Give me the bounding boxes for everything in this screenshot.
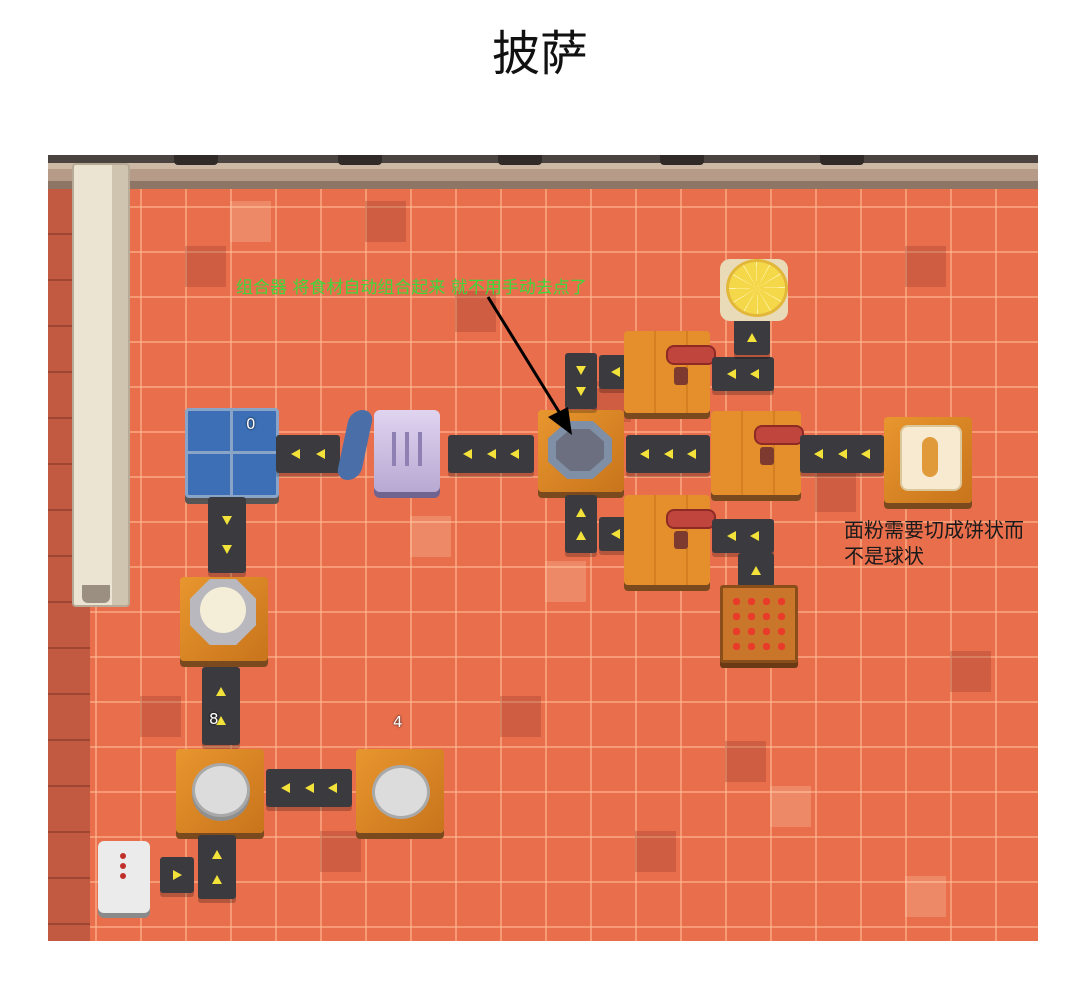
chopping-station-top[interactable]	[624, 331, 710, 413]
vent	[498, 155, 542, 165]
floor-tile	[905, 876, 946, 917]
plate-icon	[372, 765, 430, 819]
floor-tile	[770, 786, 811, 827]
mixer-counter: 8	[209, 710, 219, 728]
conveyor-belt	[448, 435, 534, 473]
knife-icon	[674, 531, 688, 549]
game-board: 0	[48, 155, 1038, 941]
sink-divider	[188, 451, 276, 454]
pizza-icon	[726, 259, 788, 317]
bin-slot	[418, 432, 422, 466]
page-title: 披萨	[491, 26, 588, 82]
vent	[338, 155, 382, 165]
conveyor-belt	[800, 435, 884, 473]
vent	[820, 155, 864, 165]
indicator-light	[120, 873, 126, 879]
floor-tile	[950, 651, 991, 692]
annotation-arrow	[486, 296, 572, 435]
floor-tile	[230, 201, 271, 242]
arrow-line	[486, 296, 566, 421]
conveyor-belt	[712, 519, 774, 553]
conveyor-belt	[276, 435, 340, 473]
floor-tile	[905, 246, 946, 287]
tomatoes	[729, 594, 789, 654]
conveyor-belt	[266, 769, 352, 807]
counter-pillar	[72, 163, 130, 607]
conveyor-belt	[160, 857, 194, 893]
knife-icon	[760, 447, 774, 465]
floor-tile	[635, 831, 676, 872]
bin-slot	[405, 432, 409, 466]
conveyor-belt	[712, 357, 774, 391]
conveyor-belt	[734, 319, 770, 355]
conveyor-belt	[202, 667, 240, 745]
conveyor-belt	[565, 495, 597, 553]
knife-icon	[674, 367, 688, 385]
wheat-icon	[922, 437, 938, 477]
floor-tile	[545, 561, 586, 602]
combiner-center	[556, 429, 604, 471]
plate-counter: 4	[393, 713, 403, 731]
mixer-icon[interactable]	[190, 579, 256, 645]
conveyor-belt	[738, 553, 774, 587]
sink-counter: 0	[246, 415, 256, 433]
conveyor-belt	[565, 353, 597, 409]
bin-slot	[392, 432, 396, 466]
floor-tile	[500, 696, 541, 737]
floor-tile	[410, 516, 451, 557]
indicator-light	[120, 863, 126, 869]
floor-tile	[365, 201, 406, 242]
floor-tile	[140, 696, 181, 737]
mixer-bowl	[200, 587, 246, 633]
cutting-board	[666, 345, 716, 365]
combiner-annotation: 组合器 将食材自动组合起来 就不用手动去点了	[236, 278, 587, 298]
indicator-light	[120, 853, 126, 859]
conveyor-belt	[198, 835, 236, 899]
top-wall	[48, 155, 1038, 189]
plate-icon	[192, 763, 250, 817]
counter-foot	[82, 585, 110, 603]
conveyor-belt	[626, 435, 710, 473]
arrow-head	[548, 407, 572, 435]
floor-tile	[320, 831, 361, 872]
trash-bin-icon[interactable]	[374, 410, 440, 492]
combiner-icon[interactable]	[548, 421, 612, 479]
flour-sack-icon[interactable]	[900, 425, 962, 491]
vent	[660, 155, 704, 165]
dispenser-icon[interactable]	[98, 841, 150, 913]
flour-annotation: 面粉需要切成饼状而不是球状	[844, 518, 1024, 568]
floor-tile	[725, 741, 766, 782]
conveyor-belt	[208, 497, 246, 573]
vent	[174, 155, 218, 165]
tomato-crate-icon[interactable]	[720, 585, 798, 663]
floor-tile	[815, 471, 856, 512]
floor-tile	[185, 246, 226, 287]
